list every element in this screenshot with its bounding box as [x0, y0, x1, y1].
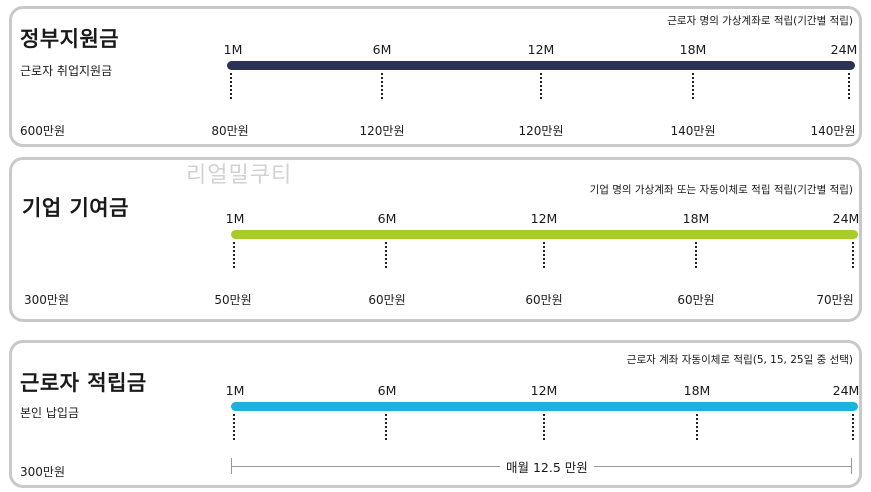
milestone-amount: 60만원	[677, 293, 715, 307]
milestone-amount: 140만원	[670, 124, 716, 138]
panel-title: 정부지원금	[20, 27, 120, 51]
milestone-tick	[852, 414, 854, 440]
milestone-label: 18M	[683, 383, 711, 398]
milestone-amount: 120만원	[359, 124, 405, 138]
panel-company-contribution: 기업 기여금 기업 명의 가상계좌 또는 자동이체로 적립 적립(기간별 적립)…	[9, 157, 862, 322]
timeline-bar	[231, 402, 858, 411]
panel-note: 근로자 명의 가상계좌로 적립(기간별 적립)	[667, 15, 853, 27]
panel-note: 근로자 계좌 자동이체로 적립(5, 15, 25일 중 선택)	[626, 354, 853, 366]
initial-amount: 600만원	[20, 124, 65, 138]
milestone-label: 12M	[530, 211, 558, 226]
panel-subtitle: 본인 납입금	[20, 406, 80, 420]
monthly-amount-label: 매월 12.5 만원	[500, 457, 594, 476]
milestone-amount: 140만원	[810, 124, 856, 138]
monthly-span-start	[231, 458, 232, 474]
timeline-bar	[231, 230, 858, 239]
milestone-label: 12M	[527, 42, 555, 57]
milestone-tick	[233, 414, 235, 440]
milestone-tick	[695, 242, 697, 268]
milestone-tick	[385, 242, 387, 268]
initial-amount: 300만원	[24, 293, 69, 307]
panel-note: 기업 명의 가상계좌 또는 자동이체로 적립 적립(기간별 적립)	[589, 184, 853, 196]
panel-subtitle: 근로자 취업지원금	[20, 64, 113, 78]
milestone-label: 24M	[832, 211, 860, 226]
milestone-label: 6M	[377, 383, 397, 398]
milestone-tick	[381, 73, 383, 99]
monthly-span-end	[851, 458, 852, 474]
panel-worker-savings: 근로자 적립금 본인 납입금 근로자 계좌 자동이체로 적립(5, 15, 25…	[9, 340, 862, 488]
milestone-tick	[385, 414, 387, 440]
milestone-tick	[540, 73, 542, 99]
milestone-label: 6M	[377, 211, 397, 226]
milestone-label: 24M	[830, 42, 858, 57]
panel-title: 근로자 적립금	[20, 371, 147, 395]
milestone-tick	[692, 73, 694, 99]
milestone-tick	[543, 242, 545, 268]
milestone-label: 18M	[679, 42, 707, 57]
milestone-tick	[852, 242, 854, 268]
milestone-label: 1M	[225, 211, 245, 226]
initial-amount: 300만원	[20, 465, 65, 479]
milestone-amount: 80만원	[211, 124, 249, 138]
milestone-label: 1M	[225, 383, 245, 398]
milestone-label: 1M	[223, 42, 243, 57]
milestone-tick	[230, 73, 232, 99]
milestone-amount: 50만원	[214, 293, 252, 307]
timeline-bar	[227, 61, 855, 70]
milestone-amount: 70만원	[816, 293, 854, 307]
milestone-amount: 60만원	[368, 293, 406, 307]
milestone-amount: 120만원	[518, 124, 564, 138]
milestone-tick	[696, 414, 698, 440]
milestone-amount: 60만원	[525, 293, 563, 307]
milestone-label: 24M	[832, 383, 860, 398]
milestone-label: 18M	[682, 211, 710, 226]
milestone-tick	[233, 242, 235, 268]
panel-title: 기업 기여금	[22, 196, 129, 220]
panel-government-subsidy: 정부지원금 근로자 취업지원금 근로자 명의 가상계좌로 적립(기간별 적립) …	[9, 6, 862, 147]
milestone-label: 6M	[372, 42, 392, 57]
milestone-tick	[848, 73, 850, 99]
milestone-tick	[543, 414, 545, 440]
milestone-label: 12M	[530, 383, 558, 398]
watermark: 리얼밀쿠티	[186, 163, 293, 188]
